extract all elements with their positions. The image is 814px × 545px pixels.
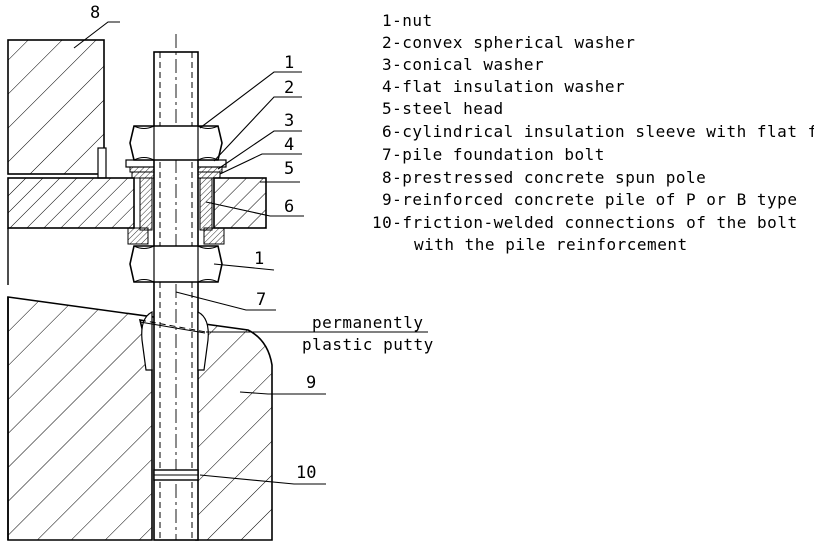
bottom-nut xyxy=(129,245,223,283)
legend-item-8: 8-prestressed concrete spun pole xyxy=(382,168,706,187)
leader-lines xyxy=(73,21,428,485)
spun-pole-section xyxy=(7,39,107,285)
putty-pockets xyxy=(139,311,209,371)
legend-item-10: 10-friction-welded connections of the bo… xyxy=(372,213,798,232)
callout-6: 6 xyxy=(284,197,294,217)
callout-8: 8 xyxy=(90,3,100,23)
legend-item-2: 2-convex spherical washer xyxy=(382,33,635,52)
callout-9: 9 xyxy=(306,373,316,393)
callout-3: 3 xyxy=(284,111,294,131)
callout-4: 4 xyxy=(284,135,294,155)
legend-item-5: 5-steel head xyxy=(382,99,504,118)
callout-1-bottom: 1 xyxy=(254,249,264,269)
putty-label-line1: permanently xyxy=(312,313,423,332)
legend-item-7: 7-pile foundation bolt xyxy=(382,145,605,164)
legend-item-6: 6-cylindrical insulation sleeve with fla… xyxy=(382,122,814,141)
callout-2: 2 xyxy=(284,78,294,98)
legend: 1-nut 2-convex spherical washer 3-conica… xyxy=(372,11,814,254)
callout-10: 10 xyxy=(296,463,316,483)
insulation-sleeve xyxy=(127,177,225,245)
top-nut xyxy=(129,125,223,161)
callout-5: 5 xyxy=(284,159,294,179)
callout-1-top: 1 xyxy=(284,53,294,73)
pile-section xyxy=(7,296,273,541)
putty-label-line2: plastic putty xyxy=(302,335,434,354)
legend-item-1: 1-nut xyxy=(382,11,433,30)
legend-item-9: 9-reinforced concrete pile of P or B typ… xyxy=(382,190,797,209)
legend-item-4: 4-flat insulation washer xyxy=(382,77,625,96)
callout-7: 7 xyxy=(256,290,266,310)
legend-item-3: 3-conical washer xyxy=(382,55,544,74)
foundation-bolt xyxy=(153,34,199,541)
legend-item-10-cont: with the pile reinforcement xyxy=(414,235,688,254)
steel-head-plate xyxy=(7,177,267,229)
callout-labels: 1 2 3 4 5 6 1 7 8 9 10 permanently plast… xyxy=(90,3,434,483)
